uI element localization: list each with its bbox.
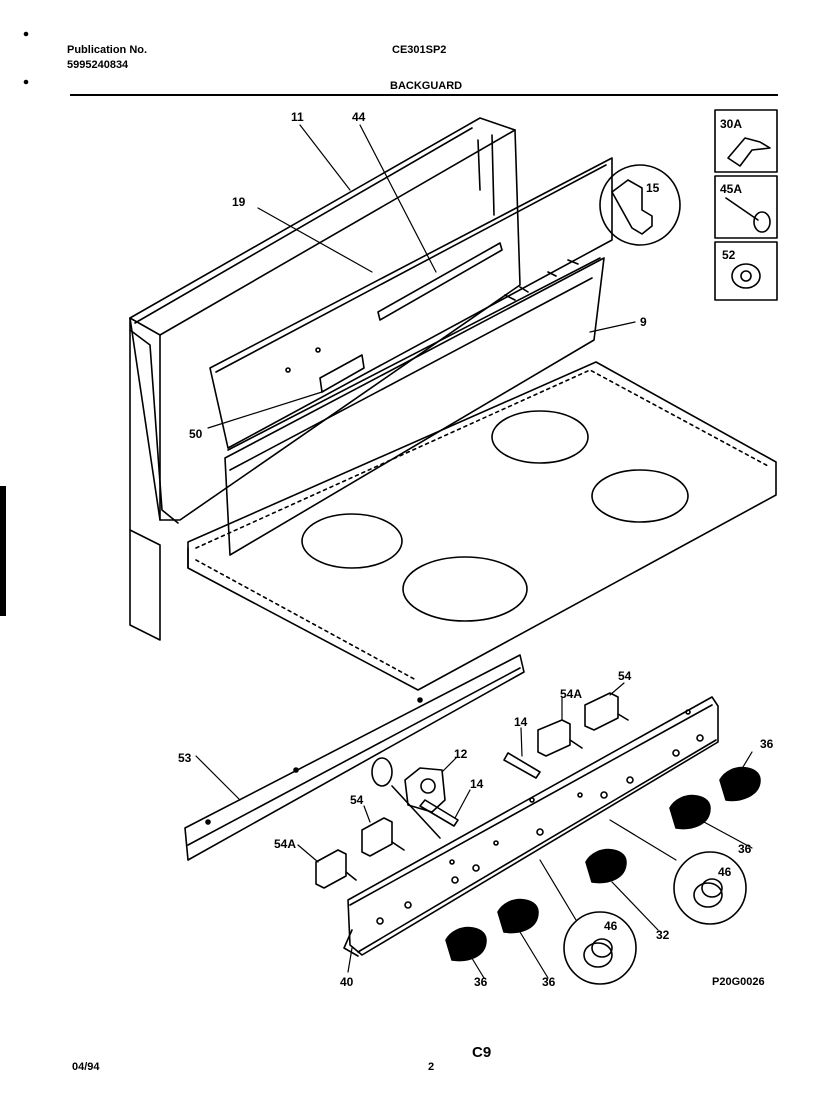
callout-36-b: 36	[738, 842, 752, 856]
backguard-panel	[129, 117, 521, 641]
callout-9: 9	[640, 315, 647, 329]
callout-36-d: 36	[542, 975, 556, 989]
control-panel	[343, 696, 719, 957]
footer-section-code: C9	[472, 1044, 492, 1061]
callout-14-upper: 14	[514, 715, 528, 729]
margin-marks	[0, 31, 29, 616]
callout-32: 32	[656, 928, 670, 942]
footer-page-number: 2	[428, 1061, 435, 1073]
callout-50: 50	[189, 427, 203, 441]
callout-11: 11	[291, 110, 304, 124]
section-title: BACKGUARD	[390, 80, 463, 92]
header-rule	[70, 94, 778, 96]
callout-labels: 11 44 19 15 9 50 30A 45A 52 53 54A 54 14…	[178, 110, 774, 989]
oven-thermostat	[371, 757, 446, 839]
callout-36-c: 36	[474, 975, 488, 989]
callout-15: 15	[646, 181, 660, 195]
model-number: CE301SP2	[392, 44, 447, 56]
callout-40: 40	[340, 975, 354, 989]
callout-19: 19	[232, 195, 246, 209]
callout-52: 52	[722, 248, 736, 262]
callout-44: 44	[352, 110, 366, 124]
callout-12: 12	[454, 747, 468, 761]
control-knobs	[445, 766, 761, 962]
publication-label: Publication No.	[67, 44, 148, 56]
glass-panel	[209, 157, 613, 449]
publication-number: 5995240834	[67, 59, 129, 71]
cooktop	[187, 361, 777, 691]
callout-45a: 45A	[720, 182, 742, 196]
callout-54a-lower: 54A	[274, 837, 296, 851]
leader-lines	[195, 124, 753, 979]
callout-54-lower: 54	[350, 793, 364, 807]
callout-54-upper: 54	[618, 669, 632, 683]
bracket-detail	[599, 164, 681, 246]
knob-detail-circles	[563, 851, 747, 985]
drawing-code: P20G0026	[712, 976, 765, 988]
callout-53: 53	[178, 751, 192, 765]
footer-date: 04/94	[72, 1061, 100, 1073]
callout-14-lower: 14	[470, 777, 484, 791]
callout-36-a: 36	[760, 737, 774, 751]
hardware-boxes	[714, 109, 778, 301]
callout-46-right: 46	[718, 865, 732, 879]
callout-54a-upper: 54A	[560, 687, 582, 701]
lower-trim	[184, 654, 525, 861]
callout-30a: 30A	[720, 117, 742, 131]
indicator-lamps	[419, 752, 541, 827]
callout-46-left: 46	[604, 919, 618, 933]
trim-cap	[224, 257, 605, 556]
